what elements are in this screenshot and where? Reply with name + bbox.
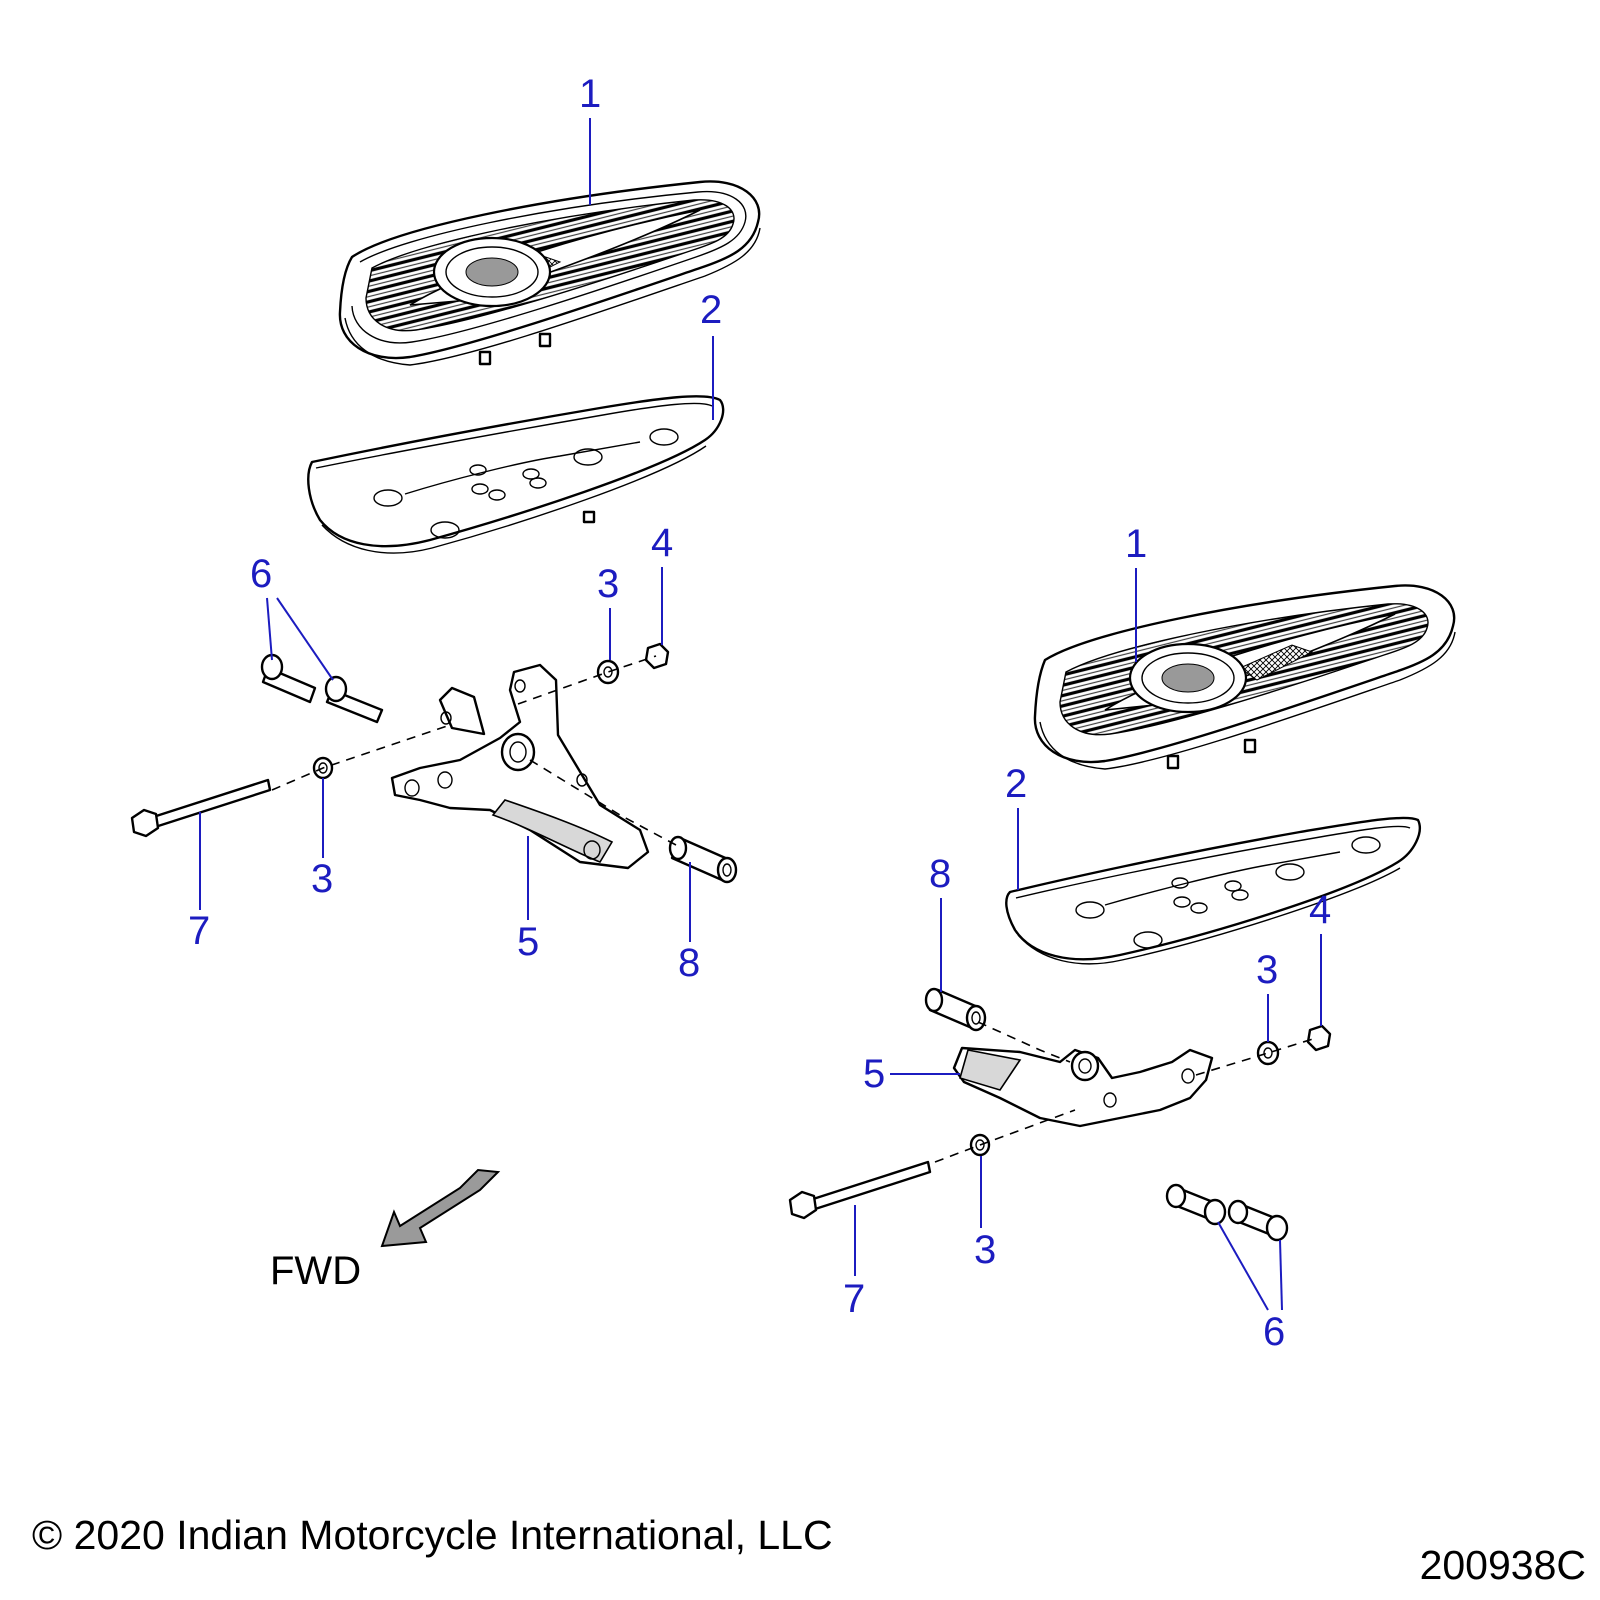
right-nut: [1306, 1024, 1332, 1052]
right-callout-3a: 3: [1256, 948, 1278, 992]
right-callout-1: 1: [1125, 522, 1147, 566]
right-callout-2: 2: [1005, 762, 1027, 806]
left-callout-6: 6: [250, 552, 272, 596]
left-callout-3a: 3: [597, 562, 619, 606]
left-callout-2: 2: [700, 288, 722, 332]
right-floorboard-base: [1005, 816, 1421, 965]
forward-arrow-icon: [380, 1168, 501, 1248]
left-floorboard-base: [307, 395, 725, 554]
left-callout-5: 5: [517, 920, 539, 964]
drawing-number: 200938C: [1419, 1542, 1586, 1588]
right-floorboard-assembly: [788, 584, 1456, 1242]
left-callout-8: 8: [678, 941, 700, 985]
forward-label: FWD: [270, 1249, 361, 1293]
right-callout-7: 7: [843, 1277, 865, 1321]
left-callout-4: 4: [651, 521, 673, 565]
forward-direction-indicator: FWD: [270, 1168, 501, 1293]
left-long-bolt: [130, 778, 272, 838]
left-washer-upper: [596, 659, 620, 685]
left-callout-7: 7: [188, 909, 210, 953]
right-spacer: [924, 987, 987, 1032]
right-callout-3b: 3: [974, 1228, 996, 1272]
left-floorboard-assembly: [130, 180, 761, 884]
right-shoulder-bolt-pair: [1165, 1183, 1289, 1242]
left-spacer: [668, 835, 738, 884]
left-floorboard-bracket: [390, 663, 650, 870]
left-shoulder-bolt-pair: [260, 653, 384, 724]
left-callout-3b: 3: [311, 857, 333, 901]
left-callouts: 1 2 6 3 4 3 7 5 8: [188, 72, 722, 985]
copyright-notice: © 2020 Indian Motorcycle International, …: [32, 1512, 833, 1558]
right-washer-upper: [1256, 1040, 1280, 1066]
right-callout-4: 4: [1309, 888, 1331, 932]
right-callouts: 1 2 8 3 4 5 3 7 6: [843, 522, 1331, 1354]
right-callout-6: 6: [1263, 1310, 1285, 1354]
right-long-bolt: [788, 1160, 932, 1220]
left-callout-1: 1: [579, 72, 601, 116]
left-nut: [644, 642, 670, 670]
right-callout-8: 8: [929, 852, 951, 896]
left-floorboard-pad: [338, 180, 761, 366]
right-floorboard-pad: [1033, 584, 1456, 770]
right-callout-5: 5: [863, 1052, 885, 1096]
right-floorboard-bracket: [952, 1046, 1214, 1128]
